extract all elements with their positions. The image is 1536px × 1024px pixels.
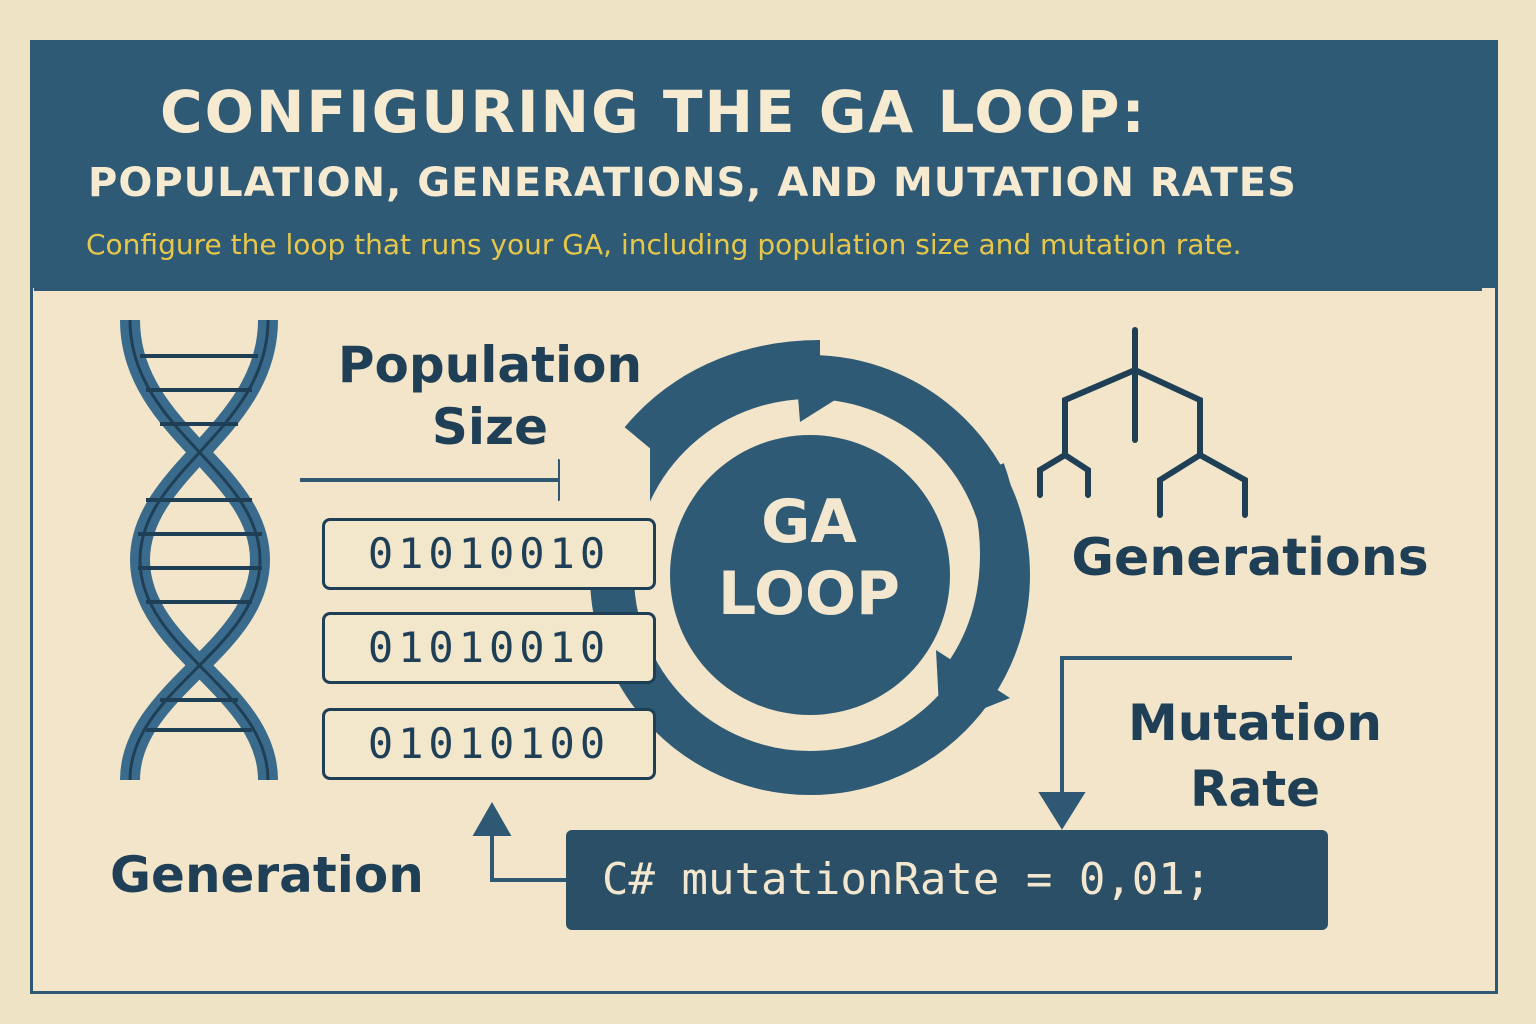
chromosome-row: 01010010 bbox=[322, 612, 656, 684]
generations-label: Generations bbox=[1071, 528, 1429, 588]
chromosome-row: 01010100 bbox=[322, 708, 656, 780]
population-label-line2: Size bbox=[431, 398, 549, 456]
dna-icon bbox=[120, 319, 278, 781]
description-text: Configure the loop that runs your GA, in… bbox=[86, 228, 1242, 261]
population-label-line1: Population bbox=[337, 336, 643, 394]
page-subtitle: POPULATION, GENERATIONS, AND MUTATION RA… bbox=[88, 160, 1297, 206]
mutation-label-line2: Rate bbox=[1189, 760, 1321, 818]
ga-loop-line2: LOOP bbox=[717, 559, 901, 629]
mutation-rate-label: Mutation Rate bbox=[1100, 690, 1410, 822]
tree-icon bbox=[1037, 327, 1248, 518]
ga-loop-label: GA LOOP bbox=[684, 486, 934, 630]
chromosome-row: 01010010 bbox=[322, 518, 656, 590]
content-panel bbox=[34, 288, 1482, 981]
population-size-label: Population Size bbox=[330, 334, 650, 458]
generation-label: Generation bbox=[110, 846, 424, 904]
ga-loop-line1: GA bbox=[761, 487, 857, 557]
code-snippet: C# mutationRate = 0,01; bbox=[566, 830, 1328, 930]
page-title: CONFIGURING THE GA LOOP: bbox=[160, 78, 1147, 146]
header-banner bbox=[30, 40, 1498, 288]
feedback-arrow-icon bbox=[472, 801, 566, 882]
mutation-label-line1: Mutation bbox=[1128, 694, 1382, 752]
arrow-icon bbox=[300, 458, 597, 502]
mutation-arrow-icon bbox=[1038, 656, 1292, 830]
